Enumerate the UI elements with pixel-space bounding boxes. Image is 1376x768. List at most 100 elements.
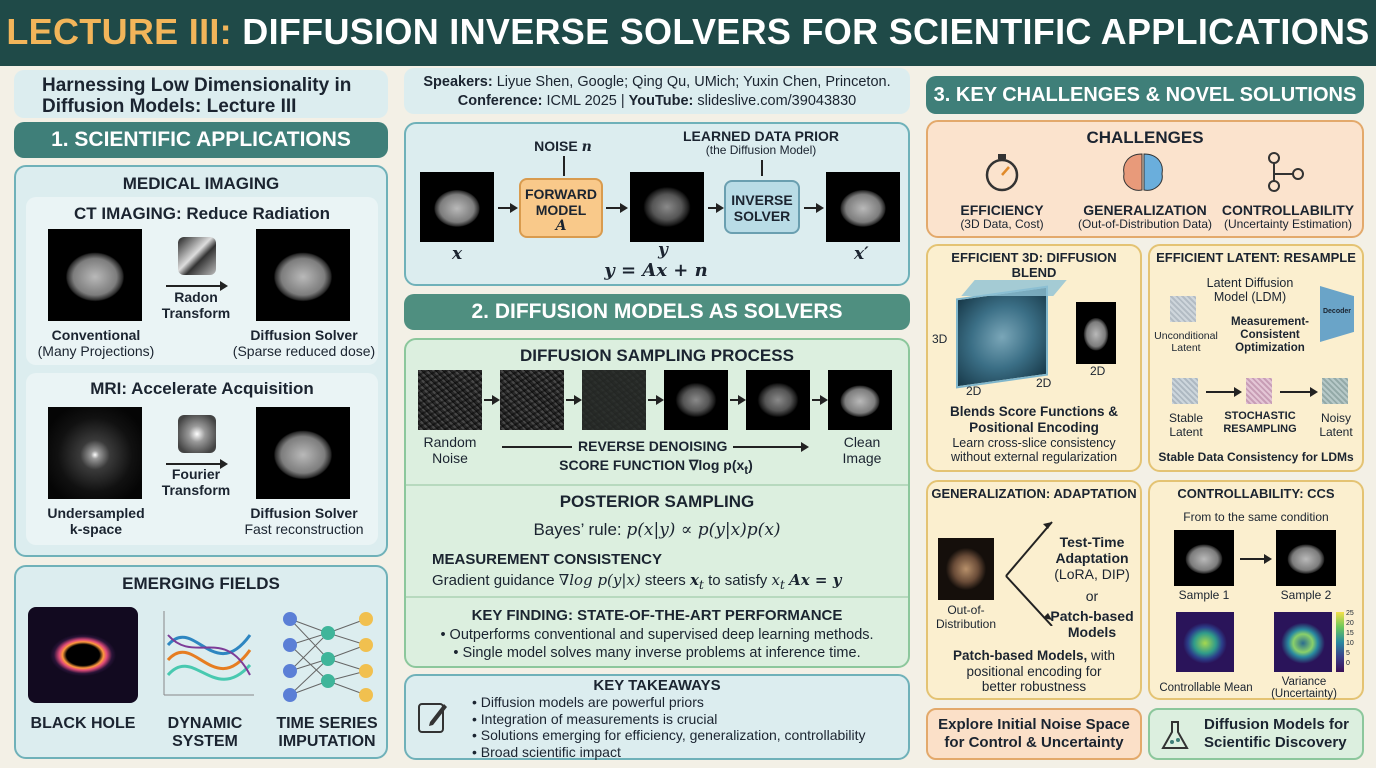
decoder-block — [1320, 286, 1354, 342]
noise-step-2 — [500, 370, 564, 430]
volume-cube — [956, 285, 1048, 389]
sample-1-label: Sample 1 — [1178, 588, 1230, 602]
ct-right-caption: Diffusion Solver(Sparse reduced dose) — [232, 327, 376, 360]
noisy-latent-icon — [1322, 378, 1348, 404]
colorbar — [1336, 612, 1344, 672]
stable-latent-icon — [1172, 378, 1198, 404]
ct-conventional-image — [48, 229, 142, 321]
x-image — [420, 172, 494, 242]
controllability-panel: CONTROLLABILITY: CCS From to the same co… — [1148, 480, 1364, 700]
efficient-3d-panel: EFFICIENT 3D: DIFFUSION BLEND 3D 2D 2D 2… — [926, 244, 1142, 472]
speakers-line: Speakers: Liyue Shen, Google; Qing Qu, U… — [423, 74, 891, 90]
page-title: LECTURE III: DIFFUSION INVERSE SOLVERS F… — [0, 11, 1376, 53]
clean-image — [828, 370, 892, 430]
generalization-panel: GENERALIZATION: ADAPTATION Out-of-Distri… — [926, 480, 1142, 700]
bayes-rule: Bayes’ rule: p(x|y) ∝ p(y|x)p(x) — [533, 520, 781, 540]
efficient-latent-panel: EFFICIENT LATENT: RESAMPLE Latent Diffus… — [1148, 244, 1364, 472]
stopwatch-icon — [985, 154, 1019, 192]
takeaways-panel: KEY TAKEAWAYS • Diffusion models are pow… — [404, 674, 910, 760]
mri-arrow — [166, 459, 228, 469]
mri-title: MRI: Accelerate Acquisition — [90, 379, 314, 398]
field-black-hole: BLACK HOLE — [30, 715, 136, 732]
measurement-title: MEASUREMENT CONSISTENCY — [432, 551, 663, 568]
subtitle-line-2: Diffusion Models: Lecture III — [42, 96, 297, 117]
ood-image — [938, 538, 994, 600]
ood-label: Out-of-Distribution — [935, 603, 997, 631]
axis-2d-a: 2D — [966, 384, 982, 398]
slice-image — [1076, 302, 1116, 364]
inverse-problem-panel: NOISE n LEARNED DATA PRIOR(the Diffusion… — [404, 122, 910, 286]
x-symbol: x — [452, 244, 463, 264]
section-banner-challenges: 3. KEY CHALLENGES & NOVEL SOLUTIONS — [926, 76, 1364, 114]
ctrl-subtitle: From to the same condition — [1183, 510, 1329, 524]
noise-arrow — [563, 156, 565, 176]
ct-left-caption: Conventional(Many Projections) — [37, 327, 155, 360]
section-banner-solvers: 2. DIFFUSION MODELS AS SOLVERS — [404, 294, 910, 330]
takeaways-title: KEY TAKEAWAYS — [593, 677, 721, 694]
fourier-transform-icon — [178, 415, 216, 453]
challenges-title: CHALLENGES — [1086, 128, 1204, 147]
takeaway-item: • Broad scientific impact — [472, 743, 621, 760]
noise-step-4 — [664, 370, 728, 430]
y-image — [630, 172, 704, 242]
ct-diffusion-image — [256, 229, 350, 321]
prior-arrow — [761, 160, 763, 176]
sample-2-label: Sample 2 — [1280, 588, 1332, 602]
resample-latent-icon — [1246, 378, 1272, 404]
speaker-box: Speakers: Liyue Shen, Google; Qing Qu, U… — [404, 68, 910, 114]
prior-label: LEARNED DATA PRIOR(the Diffusion Model) — [682, 128, 840, 158]
latent-footer: Stable Data Consistency for LDMs — [1158, 450, 1354, 464]
emerging-title: EMERGING FIELDS — [122, 574, 280, 593]
x-prime-symbol: x′ — [854, 244, 869, 264]
medical-imaging-panel: MEDICAL IMAGING CT IMAGING: Reduce Radia… — [14, 165, 388, 557]
ctrl-title: CONTROLLABILITY: CCS — [1177, 486, 1335, 501]
axis-3d: 3D — [932, 332, 948, 346]
ct-title: CT IMAGING: Reduce Radiation — [74, 204, 330, 223]
noise-step-1 — [418, 370, 482, 430]
takeaways-list: • Diffusion models are powerful priors •… — [472, 694, 865, 760]
noise-step-3 — [582, 370, 646, 430]
sample-2-image — [1276, 530, 1336, 586]
eff3d-title: EFFICIENT 3D: DIFFUSION BLEND — [951, 250, 1117, 280]
variance-label: Variance(Uncertainty) — [1271, 676, 1337, 700]
challenge-controllability: CONTROLLABILITY(Uncertainty Estimation) — [1221, 202, 1355, 232]
section-banner-applications: 1. SCIENTIFIC APPLICATIONS — [14, 122, 388, 158]
score-label: SCORE FUNCTION ∇log p(xt) — [559, 457, 753, 477]
youtube-link[interactable]: slideslive.com/39043830 — [697, 93, 857, 109]
radon-transform-icon — [178, 237, 216, 275]
decoder-label: Decoder — [1322, 308, 1351, 315]
edit-note-icon — [418, 703, 447, 733]
sampling-title: DIFFUSION SAMPLING PROCESS — [520, 346, 794, 365]
title-text: DIFFUSION INVERSE SOLVERS FOR SCIENTIFIC… — [242, 11, 1370, 52]
brain-icon — [1123, 153, 1163, 191]
noise-step-5 — [746, 370, 810, 430]
axis-2d-b: 2D — [1036, 376, 1052, 390]
takeaway-item: • Integration of measurements is crucial — [472, 710, 718, 727]
gradient-guidance: Gradient guidance ∇log p(y|x) steers xt … — [432, 571, 842, 592]
subtitle-box: Harnessing Low Dimensionality in Diffusi… — [14, 70, 388, 118]
forward-equation: y = Ax + n — [604, 260, 708, 281]
medical-title: MEDICAL IMAGING — [122, 174, 280, 193]
y-symbol: y — [658, 240, 668, 260]
neural-network-image — [283, 612, 373, 702]
